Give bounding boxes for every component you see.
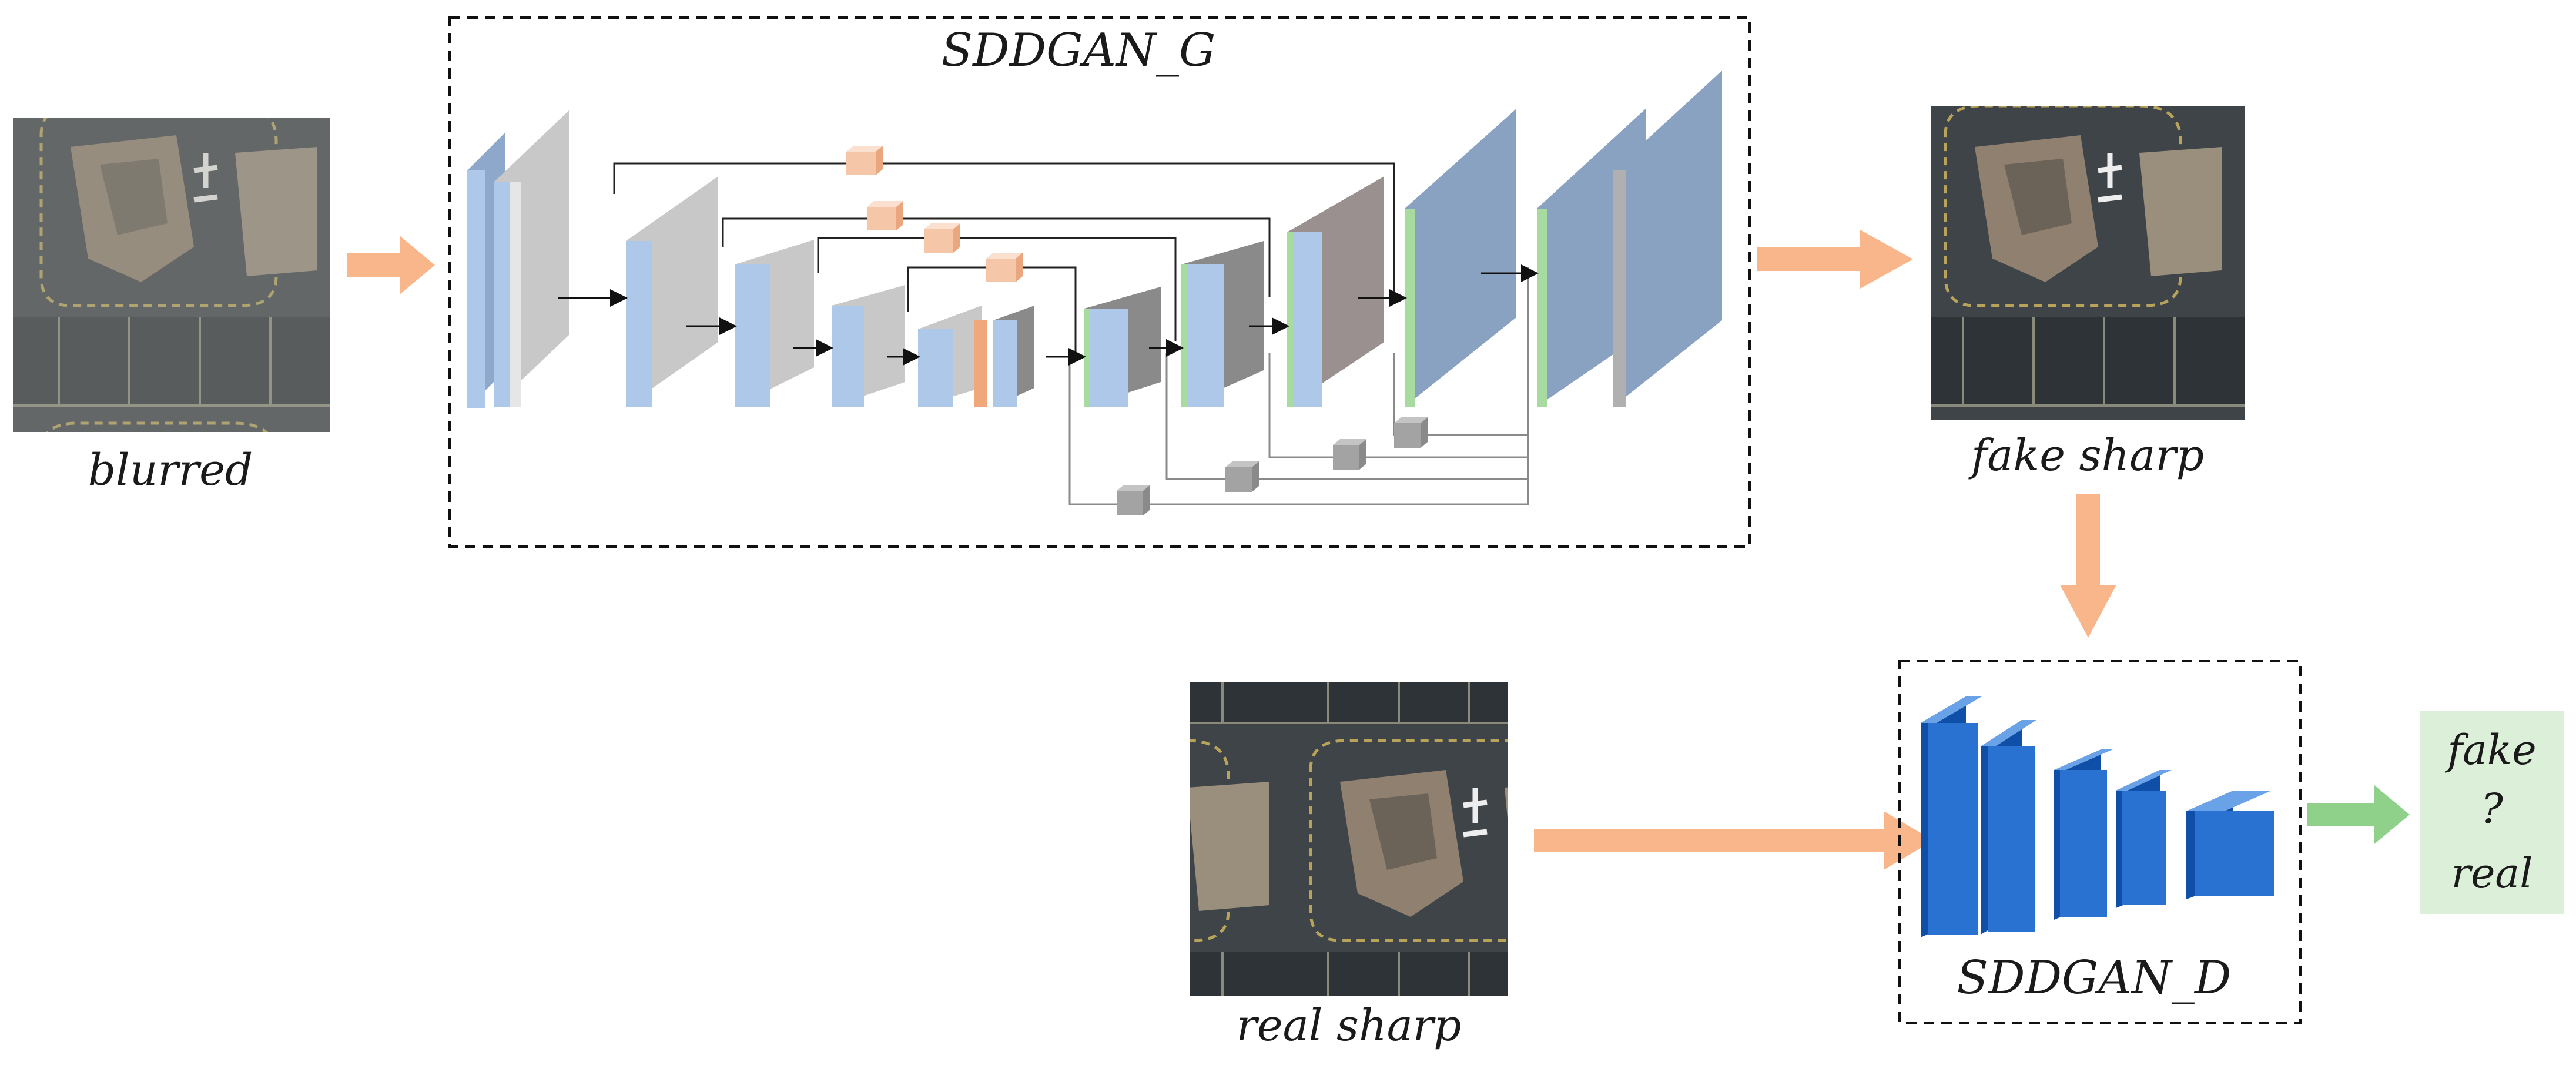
encoder-block-1 (467, 110, 569, 408)
generator-box (448, 16, 1751, 548)
discriminator-blocks (1921, 696, 2274, 937)
decoder-block-2 (1181, 241, 1264, 407)
blurred-caption: blurred (88, 445, 253, 495)
skip-connections (613, 162, 1395, 353)
decoder-block-1 (1084, 287, 1161, 407)
discriminator-box (1898, 660, 2302, 1024)
output-fake: fake (2444, 726, 2536, 774)
output-head-block (1537, 71, 1722, 407)
real-sharp-caption: real sharp (1237, 1000, 1462, 1051)
encoder-block-2 (626, 176, 718, 407)
arrow-real-to-discriminator (1534, 811, 1934, 870)
fake-sharp-image (1931, 106, 2245, 420)
arrow-discriminator-to-output (2307, 785, 2410, 844)
output-question: ? (2481, 785, 2503, 833)
encoder-block-4 (832, 285, 905, 407)
generator-title: SDDGAN_G (942, 24, 1216, 77)
fake-sharp-caption: fake sharp (1968, 430, 2204, 481)
blurred-image (13, 118, 330, 432)
aggregation-cubes (1117, 417, 1428, 515)
arrow-input-to-generator (347, 236, 435, 294)
arrow-fake-to-discriminator (2060, 494, 2116, 638)
output-real: real (2451, 849, 2533, 897)
skip-cubes (846, 146, 1023, 282)
decoder-block-4 (1405, 109, 1516, 407)
decoder-block-3 (1287, 176, 1384, 407)
output-box (2420, 711, 2564, 914)
discriminator-title: SDDGAN_D (1957, 952, 2232, 1004)
encoder-block-3 (735, 240, 814, 407)
real-sharp-image (1190, 682, 1508, 996)
bottleneck-block (918, 306, 1034, 407)
arrow-generator-to-fake (1757, 230, 1913, 289)
internal-arrows (558, 264, 1539, 366)
